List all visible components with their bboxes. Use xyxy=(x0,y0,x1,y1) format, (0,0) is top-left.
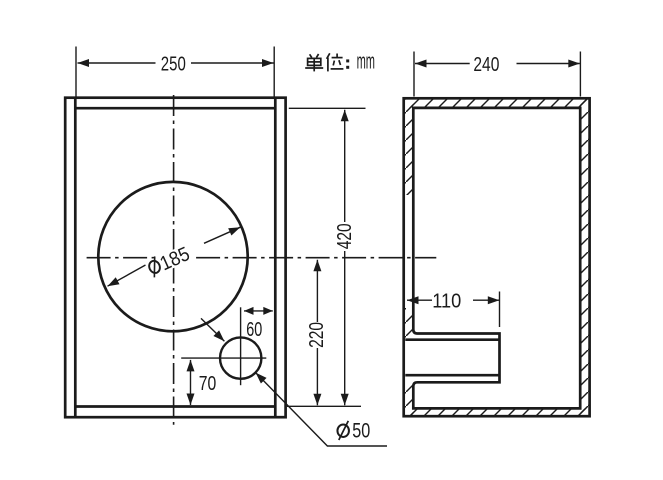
svg-text:70: 70 xyxy=(199,373,217,395)
svg-text:250: 250 xyxy=(161,53,186,75)
svg-text:mm: mm xyxy=(357,49,375,74)
svg-text:420: 420 xyxy=(334,223,356,249)
svg-text:60: 60 xyxy=(246,319,262,341)
svg-text:220: 220 xyxy=(306,322,328,348)
svg-text:240: 240 xyxy=(473,54,499,76)
svg-text:50: 50 xyxy=(352,419,370,442)
svg-text:110: 110 xyxy=(432,291,461,313)
